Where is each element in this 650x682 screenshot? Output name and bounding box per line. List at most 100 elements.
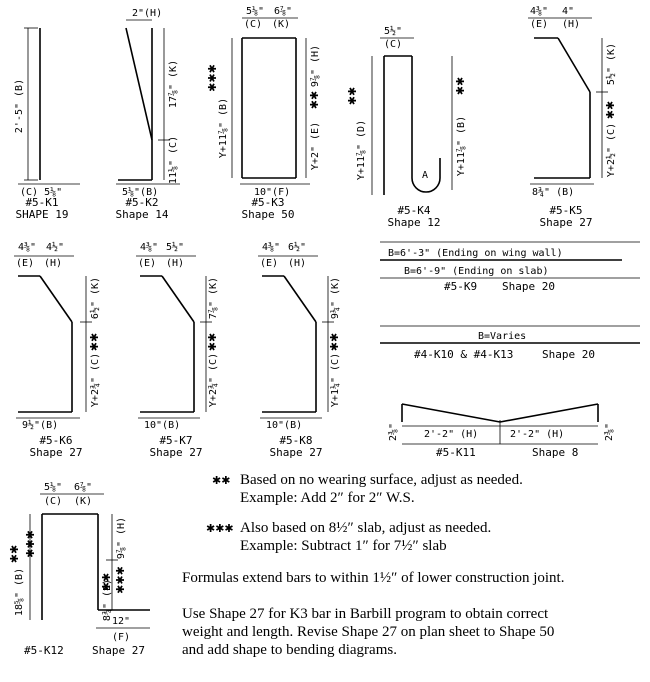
k9-mark: #5-K9	[444, 280, 477, 293]
k12-marker-e1: ✱✱	[100, 573, 113, 591]
k10-label: B=Varies	[478, 331, 526, 342]
k11-dim-right: 2⅜"	[603, 423, 615, 441]
k3-cap-c: (C)	[244, 19, 262, 30]
k12-dim-f: 12"	[112, 616, 130, 627]
k3-dim-b: Y+11⅞" (B)	[217, 98, 229, 158]
k7-mark: #5-K7	[159, 434, 192, 447]
k4-dim-d: Y+11⅞" (D)	[355, 120, 367, 180]
k5-dim-h: 4"	[562, 6, 574, 17]
note-double-marker: ✱✱	[212, 474, 230, 487]
k12-marker-b3: ✱✱✱	[24, 530, 37, 558]
shape-k7: 4⅜" 5½" (E) (H) 7⅞" (K) ✱✱ Y+2¾" (C) 10"…	[136, 241, 219, 459]
shape-k8: 4⅜" 6½" (E) (H) 9¼" (K) ✱✱ Y+1¼" (C) 10"…	[258, 241, 341, 459]
k3-shape: Shape 50	[242, 208, 295, 221]
k3-mark: #5-K3	[251, 196, 284, 209]
k8-cap-h: (H)	[288, 258, 306, 269]
shape-k11: 2'-2" (H) 2'-2" (H) 2⅜" 2⅜" #5-K11 Shape…	[387, 403, 615, 459]
k6-cap-e: (E)	[16, 258, 34, 269]
k8-dim-c: Y+1¼" (C)	[329, 353, 341, 407]
k5-dim-b: 8¾" (B)	[532, 186, 574, 198]
k4-dim-b: Y+11⅞" (B)	[455, 116, 467, 176]
k7-dim-e: 4⅜"	[140, 241, 158, 253]
k5-shape: Shape 27	[540, 216, 593, 229]
k7-dim-b: 10"(B)	[144, 420, 180, 431]
k1-dim-c: (C) 5⅛"	[20, 186, 62, 198]
note-shape27-line1: Use Shape 27 for K3 bar in Barbill progr…	[182, 606, 549, 622]
k5-dim-k: 5½" (K)	[605, 43, 617, 85]
k3-dim-f: 10"(F)	[254, 187, 290, 198]
k6-marker: ✱✱	[88, 333, 101, 351]
k12-cap-c: (C)	[44, 496, 62, 507]
k8-marker: ✱✱	[328, 333, 341, 351]
k2-dim-h: 2"(H)	[132, 8, 162, 19]
k12-cap-k: (K)	[74, 496, 92, 507]
k5-mark: #5-K5	[549, 204, 582, 217]
note-shape27-line3: and add shape to bending diagrams.	[182, 642, 397, 658]
shape-k10: B=Varies #4-K10 & #4-K13 Shape 20	[380, 325, 640, 361]
k12-shape: Shape 27	[92, 644, 145, 657]
k4-shape: Shape 12	[388, 216, 441, 229]
k3-dim-e: Y+2" (E)	[310, 122, 321, 170]
k11-shape: Shape 8	[532, 446, 578, 459]
k4-cap-c: (C)	[384, 39, 402, 50]
shape-k1: 2'-5" (B) (C) 5⅛" #5-K1 SHAPE 19	[14, 27, 80, 221]
k8-cap-e: (E)	[260, 258, 278, 269]
k12-cap-f: (F)	[112, 632, 130, 643]
k12-dim-h: 9⅞" (H)	[115, 517, 127, 559]
k2-shape: Shape 14	[116, 208, 169, 221]
shape-k4: 5½" (C) A ✱✱ Y+11⅞" (D) ✱✱ Y+11⅞" (B) #5…	[346, 25, 467, 229]
k6-shape: Shape 27	[30, 446, 83, 459]
k12-dim-k: 6⅞"	[74, 481, 92, 493]
k12-dim-c: 5⅛"	[44, 481, 62, 493]
k6-dim-h: 4½"	[46, 241, 64, 253]
k7-cap-e: (E)	[138, 258, 156, 269]
k7-cap-h: (H)	[166, 258, 184, 269]
k4-marker-d: ✱✱	[346, 87, 359, 105]
k11-dim-h1: 2'-2" (H)	[424, 429, 478, 440]
k5-cap-h: (H)	[562, 19, 580, 30]
k1-dim-b: 2'-5" (B)	[14, 79, 25, 133]
k6-mark: #5-K6	[39, 434, 72, 447]
note-formulas: Formulas extend bars to within 1½″ of lo…	[182, 570, 564, 586]
k2-mark: #5-K2	[125, 196, 158, 209]
shape-k5: 4⅜" 4" (E) (H) 5½" (K) ✱✱ Y+2½" (C) 8¾" …	[528, 5, 617, 229]
k6-dim-c: Y+2¾" (C)	[89, 353, 101, 407]
k11-dim-left: 2⅜"	[387, 423, 399, 441]
k8-dim-e: 4⅜"	[262, 241, 280, 253]
k7-marker: ✱✱	[206, 333, 219, 351]
k8-dim-k: 9¼" (K)	[329, 277, 341, 319]
k4-marker-b: ✱✱	[454, 77, 467, 95]
k11-dim-h2: 2'-2" (H)	[510, 429, 564, 440]
k10-mark: #4-K10 & #4-K13	[414, 348, 513, 361]
k12-marker-b2: ✱✱	[8, 545, 21, 563]
k7-shape: Shape 27	[150, 446, 203, 459]
note-double-line1: Based on no wearing surface, adjust as n…	[240, 472, 523, 488]
k10-shape: Shape 20	[542, 348, 595, 361]
k5-dim-c: Y+2½" (C)	[605, 123, 617, 177]
k3-dim-c: 5⅛"	[246, 5, 264, 17]
k4-dim-c: 5½"	[384, 25, 402, 37]
k12-marker-e2: ✱✱✱	[114, 566, 127, 594]
k6-dim-b: 9½"(B)	[22, 419, 58, 431]
k8-mark: #5-K8	[279, 434, 312, 447]
shape-k9: B=6'-3" (Ending on wing wall) B=6'-9" (E…	[380, 241, 640, 293]
k7-dim-k: 7⅞" (K)	[207, 277, 219, 319]
k9-shape: Shape 20	[502, 280, 555, 293]
shape-k6: 4⅜" 4½" (E) (H) 6½" (K) ✱✱ Y+2¾" (C) 9½"…	[14, 241, 101, 459]
k8-dim-b: 10"(B)	[266, 420, 302, 431]
shape-k2: 2"(H) 17⅞" (K) 11⅛" (C) 5⅛"(B) #5-K2 Sha…	[116, 8, 180, 221]
k11-mark: #5-K11	[436, 446, 476, 459]
k5-marker: ✱✱	[604, 101, 617, 119]
k1-shape: SHAPE 19	[16, 208, 69, 221]
k3-cap-k: (K)	[272, 19, 290, 30]
k2-dim-c: 11⅛" (C)	[167, 136, 179, 184]
k5-dim-e: 4⅜"	[530, 5, 548, 17]
k1-mark: #5-K1	[25, 196, 58, 209]
k9-label-wing: B=6'-3" (Ending on wing wall)	[388, 248, 563, 259]
note-triple-line1: Also based on 8½″ slab, adjust as needed…	[240, 520, 491, 536]
k12-dim-e: 8¾" (E)	[101, 579, 113, 621]
k12-mark: #5-K12	[24, 644, 64, 657]
k4-mark: #5-K4	[397, 204, 430, 217]
k7-dim-h: 5½"	[166, 241, 184, 253]
